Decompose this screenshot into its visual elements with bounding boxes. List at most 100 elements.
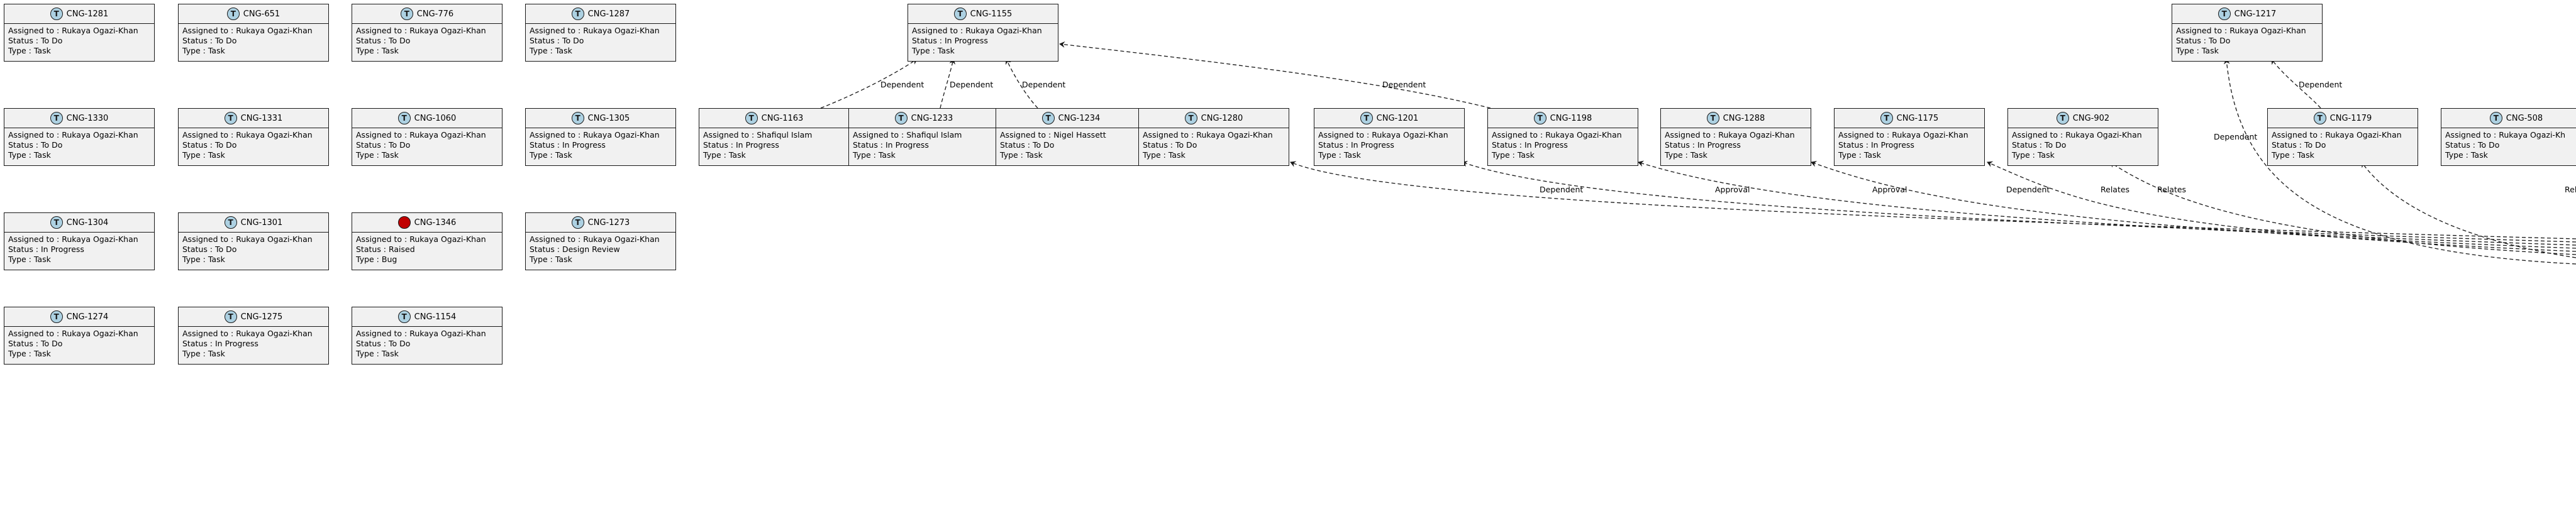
type-text: Type : Task [703, 150, 746, 160]
type-text: Type : Task [1838, 150, 1881, 160]
edge-label: Approval [1715, 185, 1750, 194]
issue-id: CNG-1288 [1723, 113, 1765, 123]
edge-label: Dependent [1382, 80, 1426, 89]
issue-id: CNG-1175 [1896, 113, 1939, 123]
type-text: Type : Task [356, 46, 399, 55]
type-text: Type : Task [182, 46, 225, 55]
assignee-text: Assigned to : Shafiqul Islam [703, 130, 813, 140]
edge-label: Dependent [1540, 185, 1583, 194]
status-text: Status : Raised [356, 244, 415, 254]
status-text: Status : To Do [8, 339, 63, 348]
type-text: Type : Task [8, 46, 51, 55]
assignee-text: Assigned to : Rukaya Ogazi-Khan [182, 26, 313, 35]
card-divider [352, 23, 502, 24]
assignee-text: Assigned to : Rukaya Ogazi-Khan [8, 130, 138, 140]
task-type-icon: T [953, 8, 967, 20]
card-divider [526, 23, 675, 24]
card-divider [4, 23, 154, 24]
type-text: Type : Task [356, 150, 399, 160]
issue-id: CNG-1275 [240, 312, 283, 322]
status-text: Status : In Progress [182, 339, 258, 348]
status-text: Status : In Progress [703, 140, 779, 150]
task-type-icon: T [1184, 112, 1197, 124]
assignee-text: Assigned to : Rukaya Ogazi-Khan [530, 26, 660, 35]
assignee-text: Assigned to : Rukaya Ogazi-Khan [1492, 130, 1622, 140]
edge-1234-1155 [1005, 58, 1038, 109]
assignee-text: Assigned to : Rukaya Ogazi-Khan [912, 26, 1042, 35]
card-divider [179, 23, 328, 24]
assignee-text: Assigned to : Rukaya Ogazi-Khan [182, 329, 313, 338]
task-type-icon: T [50, 310, 63, 323]
edge-x-1198 [1638, 160, 2576, 246]
task-type-icon: T [1706, 112, 1719, 124]
status-text: Status : In Progress [8, 244, 84, 254]
issue-id: CNG-1179 [2329, 113, 2372, 123]
edge-label: Dependent [880, 80, 924, 89]
edge-label: Dependent [2006, 185, 2050, 194]
card-divider [908, 23, 1058, 24]
card-divider [2172, 23, 2322, 24]
task-type-icon: T [745, 112, 758, 124]
status-text: Status : To Do [182, 140, 237, 150]
issue-id: CNG-1281 [66, 9, 109, 19]
edge-x-1201 [1462, 160, 2576, 243]
bug-type-icon: B [397, 216, 411, 229]
type-text: Type : Task [2272, 150, 2314, 160]
status-text: Status : To Do [1000, 140, 1055, 150]
assignee-text: Assigned to : Rukaya Ogazi-Khan [182, 130, 313, 140]
assignee-text: Assigned to : Shafiqul Islam [853, 130, 962, 140]
task-type-icon: T [224, 310, 237, 323]
edge-label: Dependent [2214, 132, 2257, 141]
edge-label: Dependent [950, 80, 993, 89]
edge-x-1288 [1811, 161, 2576, 249]
card-divider [352, 232, 502, 233]
issue-id: CNG-1274 [66, 312, 109, 322]
status-text: Status : To Do [1143, 140, 1197, 150]
type-text: Type : Task [356, 349, 399, 358]
status-text: Status : In Progress [912, 36, 988, 45]
task-type-icon: T [571, 216, 584, 229]
type-text: Type : Task [853, 150, 896, 160]
task-type-icon: T [1880, 112, 1893, 124]
